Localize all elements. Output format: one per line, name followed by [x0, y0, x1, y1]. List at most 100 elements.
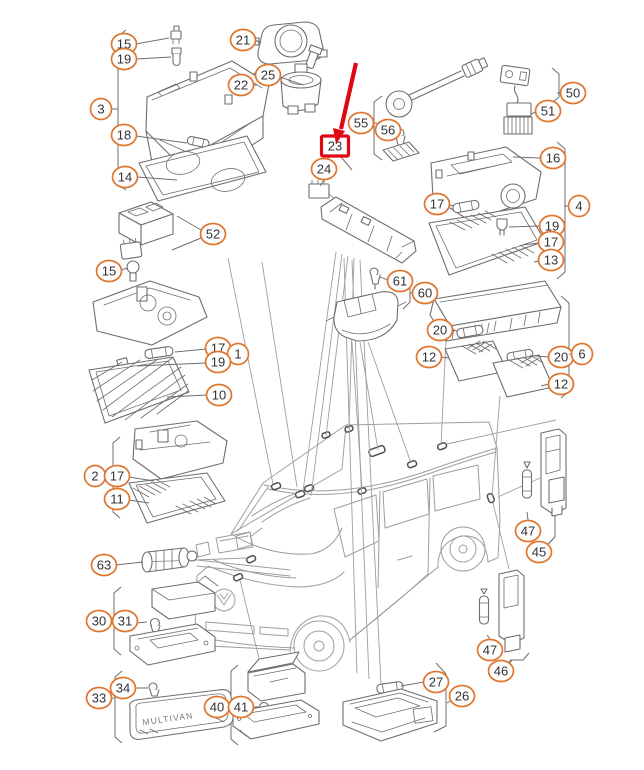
callout-circle[interactable] [476, 638, 504, 662]
callout-45[interactable]: 45 [525, 537, 555, 564]
callout-circle[interactable] [539, 146, 567, 170]
callout-60[interactable]: 60 [410, 281, 439, 305]
callout-14[interactable]: 14 [111, 165, 178, 189]
callout-10[interactable]: 10 [166, 383, 233, 407]
callout-circle[interactable] [487, 659, 515, 683]
callout-circle[interactable] [95, 259, 123, 283]
callout-47[interactable]: 47 [476, 634, 504, 662]
callout-12[interactable]: 12 [415, 345, 450, 369]
callout-17[interactable]: 17 [103, 464, 155, 488]
callout-circle[interactable] [559, 81, 587, 105]
part-lamp-60 [325, 267, 407, 342]
leader-line [491, 395, 501, 497]
callout-circle[interactable] [90, 553, 118, 577]
callout-circle[interactable] [426, 318, 454, 342]
callout-circle[interactable] [570, 342, 594, 366]
callout-27[interactable]: 27 [400, 670, 450, 694]
callout-circle[interactable] [415, 345, 443, 369]
callout-circle[interactable] [205, 383, 233, 407]
callout-11[interactable]: 11 [103, 487, 150, 511]
callout-50[interactable]: 50 [557, 81, 587, 105]
callout-circle[interactable] [423, 192, 451, 216]
callout-17[interactable]: 17 [423, 192, 455, 216]
callout-number: 27 [429, 675, 443, 690]
callout-13[interactable]: 13 [533, 248, 565, 272]
callout-19[interactable]: 19 [136, 350, 232, 374]
callout-20[interactable]: 20 [426, 318, 459, 342]
callout-circle[interactable] [514, 519, 542, 543]
callout-24[interactable]: 24 [310, 157, 338, 187]
callout-circle[interactable] [227, 73, 255, 97]
leader-line [227, 257, 274, 485]
callout-41[interactable]: 41 [227, 695, 260, 719]
callout-6[interactable]: 6 [569, 342, 594, 366]
callout-circle[interactable] [103, 487, 131, 511]
callout-circle[interactable] [111, 165, 139, 189]
callout-2[interactable]: 2 [83, 464, 107, 488]
callout-number: 11 [110, 492, 124, 507]
callout-46[interactable]: 46 [487, 659, 515, 683]
callout-63[interactable]: 63 [90, 553, 144, 577]
callout-leader [512, 156, 542, 159]
callout-61[interactable]: 61 [379, 269, 414, 293]
callout-circle[interactable] [448, 684, 476, 708]
callout-21[interactable]: 21 [229, 28, 262, 52]
callout-circle[interactable] [386, 269, 414, 293]
leader-line [261, 261, 298, 488]
callout-26[interactable]: 26 [446, 684, 476, 708]
callout-circle[interactable] [85, 609, 113, 633]
callout-30[interactable]: 30 [85, 609, 115, 633]
callout-circle[interactable] [547, 372, 575, 396]
callout-1[interactable]: 1 [226, 342, 250, 366]
callout-51[interactable]: 51 [530, 99, 562, 123]
callout-circle[interactable] [411, 281, 439, 305]
callout-circle[interactable] [422, 670, 450, 694]
callout-56[interactable]: 56 [374, 118, 402, 142]
callout-52[interactable]: 52 [171, 215, 227, 251]
callout-25[interactable]: 25 [254, 63, 304, 87]
callout-31[interactable]: 31 [111, 609, 148, 633]
callout-number: 3 [97, 102, 104, 117]
callout-circle[interactable] [537, 248, 565, 272]
callout-circle[interactable] [199, 222, 227, 246]
callout-number: 51 [541, 104, 555, 119]
callout-circle[interactable] [109, 676, 137, 700]
callout-number: 33 [92, 691, 106, 706]
callout-circle[interactable] [111, 609, 139, 633]
wedge-bulb-19 [496, 218, 508, 236]
callout-circle[interactable] [204, 350, 232, 374]
callout-16[interactable]: 16 [512, 146, 567, 170]
part-license-light-40 [232, 651, 320, 740]
callout-23[interactable]: 23 [319, 134, 351, 158]
callout-19[interactable]: 19 [508, 214, 566, 238]
callout-circle[interactable] [347, 111, 375, 135]
callout-33[interactable]: 33 [85, 686, 116, 710]
part-mid-dome-light [88, 260, 208, 424]
callout-55[interactable]: 55 [347, 111, 378, 135]
callout-47[interactable]: 47 [514, 511, 542, 543]
callout-12[interactable]: 12 [540, 372, 575, 396]
callout-34[interactable]: 34 [109, 676, 149, 700]
callout-19[interactable]: 19 [110, 47, 172, 71]
callout-circle[interactable] [226, 342, 250, 366]
callout-40[interactable]: 40 [203, 695, 232, 719]
callout-circle[interactable] [374, 118, 402, 142]
callout-circle[interactable] [110, 123, 138, 147]
callout-circle[interactable] [534, 99, 562, 123]
callout-circle[interactable] [254, 63, 282, 87]
callout-circle[interactable] [310, 157, 338, 181]
callout-circle[interactable] [229, 28, 257, 52]
callout-circle[interactable] [227, 695, 255, 719]
callout-number: 10 [212, 388, 226, 403]
callout-18[interactable]: 18 [110, 123, 188, 147]
callout-circle[interactable] [567, 194, 591, 218]
callout-3[interactable]: 3 [89, 97, 119, 121]
callout-circle[interactable] [85, 686, 113, 710]
callout-circle[interactable] [525, 540, 553, 564]
callout-circle[interactable] [110, 47, 138, 71]
callout-4[interactable]: 4 [564, 194, 591, 218]
callout-circle[interactable] [103, 464, 131, 488]
callout-15[interactable]: 15 [95, 259, 129, 283]
callout-22[interactable]: 22 [227, 73, 258, 97]
callout-circle[interactable] [89, 97, 113, 121]
